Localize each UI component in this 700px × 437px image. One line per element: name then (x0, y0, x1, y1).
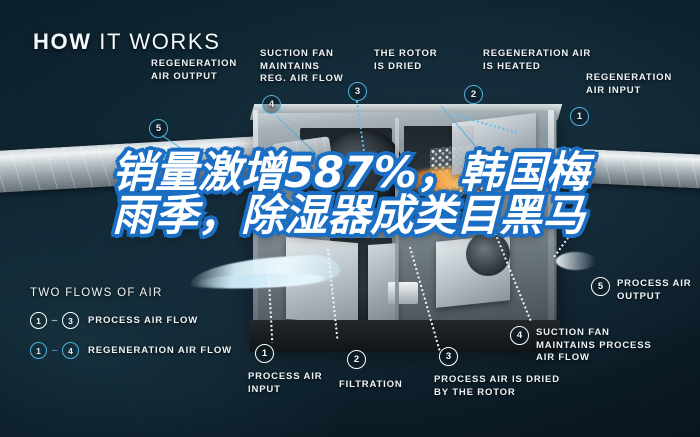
callout-badge-3-rotor-dried[interactable]: 3 (348, 82, 367, 101)
callout-label-filtration: FILTRATION (339, 379, 403, 390)
promo-headline-overlay: 销量激增587%，韩国梅雨季，除湿器成类目黑马 (109, 148, 592, 241)
callout-label-process-air-output: PROCESS AIR OUTPUT (617, 278, 692, 302)
callout-label-regen-air-heated: REGENERATION AIR IS HEATED (483, 48, 592, 72)
legend-dash: – (51, 315, 58, 326)
callout-label-rotor-is-dried: THE ROTOR IS DRIED (374, 48, 438, 72)
callout-label-regen-air-input: REGENERATION AIR INPUT (586, 72, 673, 96)
callout-badge-4-suction-reg[interactable]: 4 (262, 95, 281, 114)
callout-badge-1-process-input[interactable]: 1 (255, 344, 274, 363)
page-title-bold: HOW (33, 29, 92, 54)
legend-badge-to-3: 3 (62, 312, 79, 329)
callout-label-process-air-dried: PROCESS AIR IS DRIED BY THE ROTOR (434, 374, 560, 398)
legend-row-process-air-flow: 1 – 3 PROCESS AIR FLOW (30, 312, 232, 329)
callout-label-process-air-input: PROCESS AIR INPUT (248, 371, 323, 395)
callout-label-suction-fan-process: SUCTION FAN MAINTAINS PROCESS AIR FLOW (536, 327, 652, 363)
callout-badge-1-regen-input[interactable]: 1 (570, 107, 589, 126)
page-title-rest: IT WORKS (91, 29, 221, 54)
legend-badge-from-1-cyan: 1 (30, 342, 47, 359)
callout-badge-2-regen-heated[interactable]: 2 (464, 85, 483, 104)
legend-badge-to-4-cyan: 4 (62, 342, 79, 359)
legend-row-regeneration-air-flow: 1 – 4 REGENERATION AIR FLOW (30, 342, 232, 359)
callout-badge-2-filtration[interactable]: 2 (347, 350, 366, 369)
legend-label-regeneration-air-flow: REGENERATION AIR FLOW (88, 345, 232, 356)
legend-title: TWO FLOWS OF AIR (30, 287, 163, 299)
legend-dash-cyan: – (51, 345, 58, 356)
callout-badge-5-process-output[interactable]: 5 (591, 277, 610, 296)
legend-label-process-air-flow: PROCESS AIR FLOW (88, 315, 199, 326)
callout-badge-3-process-dried[interactable]: 3 (439, 347, 458, 366)
callout-badge-5-regen-output[interactable]: 5 (149, 119, 168, 138)
callout-label-suction-fan-reg: SUCTION FAN MAINTAINS REG. AIR FLOW (260, 48, 344, 84)
legend: TWO FLOWS OF AIR 1 – 3 PROCESS AIR FLOW … (30, 287, 232, 372)
legend-badge-from-1: 1 (30, 312, 47, 329)
callout-badge-4-suction-process[interactable]: 4 (510, 326, 529, 345)
page-title: HOW IT WORKS (33, 29, 220, 55)
callout-label-regeneration-air-output: REGENERATION AIR OUTPUT (151, 58, 238, 82)
